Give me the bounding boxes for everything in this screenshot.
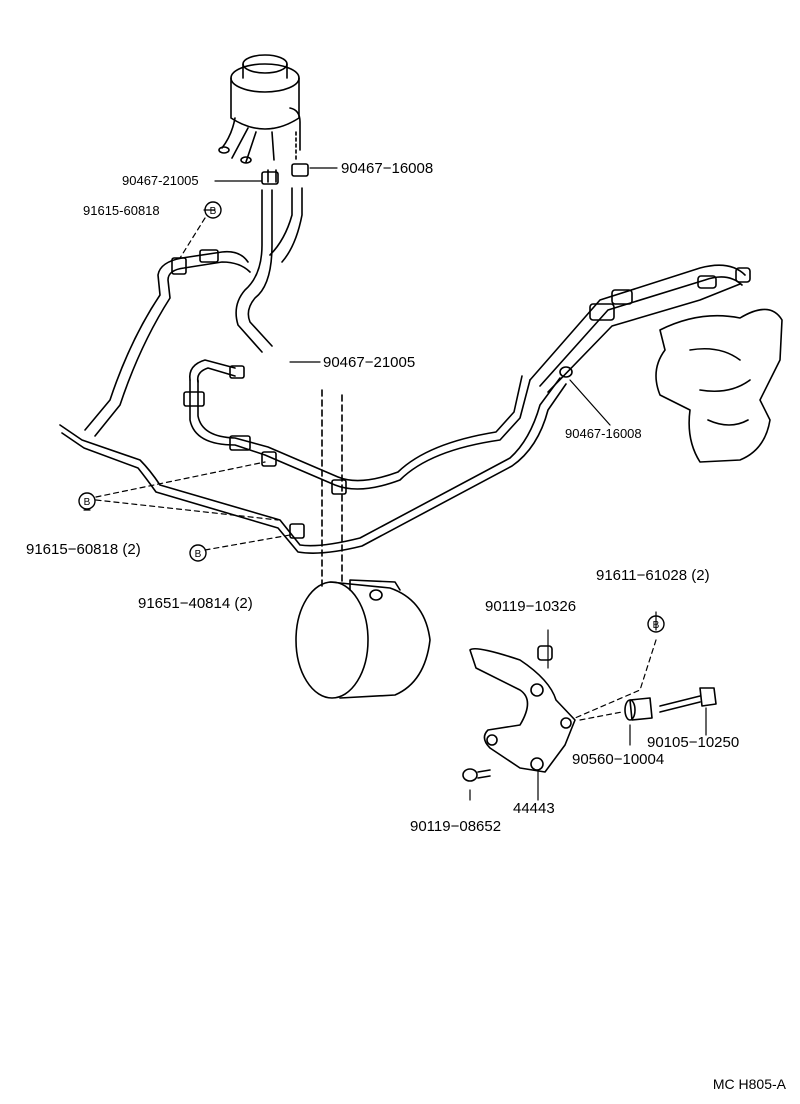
label-clamp-middle: 90467−21005 [323, 354, 416, 371]
reservoir-tank [218, 54, 301, 164]
label-bolt-lower-mid: 91651−40814 (2) [138, 595, 253, 612]
bolt-symbol-mid [189, 544, 207, 562]
label-bolt-lower-left: 91615−60818 (2) [26, 541, 141, 558]
pump-bracket [469, 647, 576, 773]
lower-pipes [59, 359, 567, 554]
label-bolt-long: 90105−10250 [647, 734, 740, 751]
bolt-symbol-upper [204, 201, 222, 219]
leader-lines [83, 167, 707, 801]
bolt-symbol-text: B [210, 206, 217, 217]
bolt-symbol-text: B [195, 549, 202, 560]
collar-and-bolt [624, 687, 717, 721]
label-bracket: 44443 [513, 800, 555, 817]
pressure-tube-left [84, 249, 251, 437]
bolt-symbol-left [78, 492, 96, 510]
power-steering-pump [295, 389, 431, 699]
dashed-leaders [95, 217, 657, 721]
bolt-symbol-text: B [84, 497, 91, 508]
label-bolt-bracket-top: 90119−10326 [485, 598, 577, 615]
reservoir-hoses [235, 131, 309, 353]
label-collar: 90560−10004 [572, 751, 665, 768]
label-bolt-bracket-right: 91611−61028 (2) [596, 567, 710, 584]
bolt-symbols: B B B B [78, 201, 665, 633]
bolt-symbol-right [647, 615, 665, 633]
small-bolts [462, 645, 553, 782]
label-clamp-upper-right: 90467−16008 [341, 160, 434, 177]
label-clamp-right: 90467-16008 [565, 426, 642, 441]
reference-code: MC H805-A [712, 1076, 786, 1092]
label-bolt-bracket-bottom: 90119−08652 [410, 818, 502, 835]
upper-right-pipes [529, 264, 751, 393]
label-clamp-upper-left: 90467-21005 [122, 173, 199, 188]
bolt-symbol-text: B [653, 620, 660, 631]
steering-gear [655, 308, 783, 463]
label-bolt-upper-left: 91615-60818 [83, 203, 160, 218]
